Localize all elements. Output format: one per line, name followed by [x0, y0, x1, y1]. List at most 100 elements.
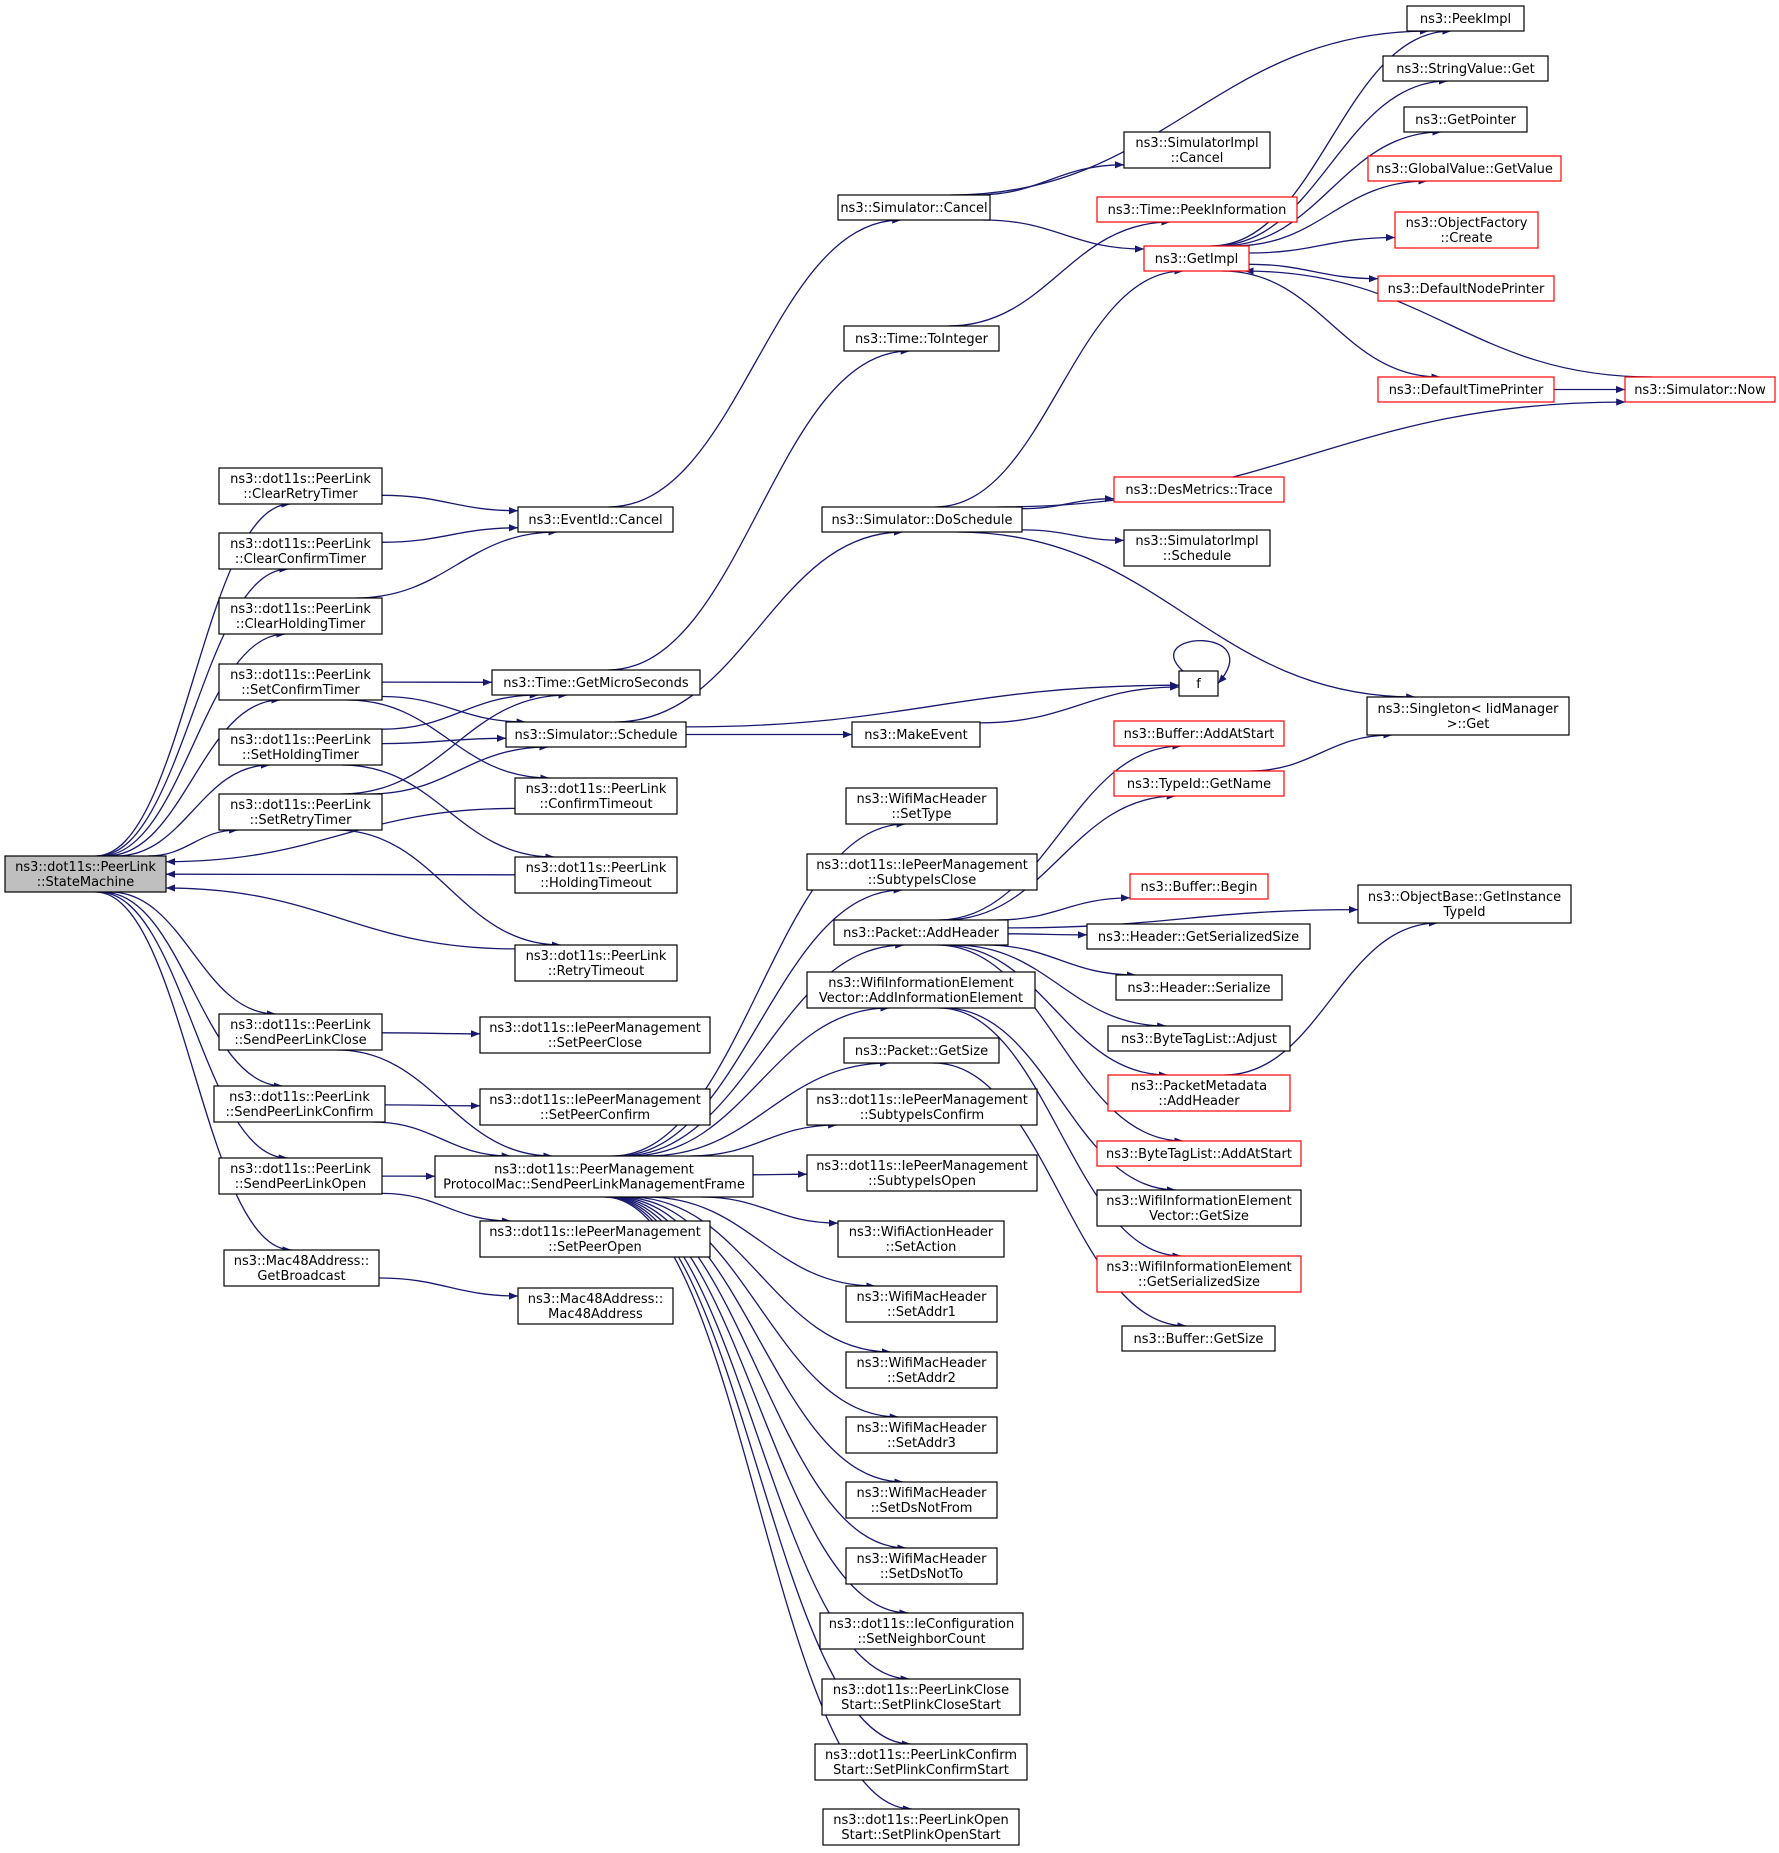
node-typeGetName[interactable]: ns3::TypeId::GetName: [1113, 770, 1285, 797]
node-pmAddHeader[interactable]: ns3::PacketMetadata::AddHeader: [1107, 1074, 1291, 1112]
node-wievGetSize[interactable]: ns3::WifiInformationElementVector::GetSi…: [1096, 1189, 1302, 1227]
node-sendClose[interactable]: ns3::dot11s::PeerLink::SendPeerLinkClose: [218, 1013, 383, 1051]
node-setPeerOpen[interactable]: ns3::dot11s::IePeerManagement::SetPeerOp…: [479, 1220, 711, 1258]
node-box: [1096, 1140, 1302, 1167]
node-hdrSerSize[interactable]: ns3::Header::GetSerializedSize: [1086, 923, 1311, 950]
node-defNodePrinter[interactable]: ns3::DefaultNodePrinter: [1377, 275, 1555, 302]
node-box: [1366, 696, 1570, 736]
node-wieGetSerSize[interactable]: ns3::WifiInformationElement::GetSerializ…: [1096, 1255, 1302, 1293]
node-fFunc[interactable]: f: [1178, 670, 1219, 697]
node-bufBegin[interactable]: ns3::Buffer::Begin: [1129, 873, 1269, 900]
node-box: [1107, 1074, 1291, 1112]
node-sendMgmt[interactable]: ns3::dot11s::PeerManagementProtocolMac::…: [434, 1155, 754, 1198]
node-setDsNotFrom[interactable]: ns3::WifiMacHeader::SetDsNotFrom: [845, 1481, 998, 1519]
node-label: ns3::dot11s::IePeerManagement: [816, 1159, 1028, 1174]
node-setPeerConfirm[interactable]: ns3::dot11s::IePeerManagement::SetPeerCo…: [479, 1088, 711, 1126]
node-doSchedule[interactable]: ns3::Simulator::DoSchedule: [821, 506, 1023, 533]
node-plinkConfirm[interactable]: ns3::dot11s::PeerLinkConfirmStart::SetPl…: [814, 1743, 1028, 1781]
node-clearHolding[interactable]: ns3::dot11s::PeerLink::ClearHoldingTimer: [218, 597, 383, 635]
node-confirmTimeout[interactable]: ns3::dot11s::PeerLink::ConfirmTimeout: [514, 777, 678, 815]
node-setConfirm[interactable]: ns3::dot11s::PeerLink::SetConfirmTimer: [218, 663, 383, 701]
node-bufAddAtStart[interactable]: ns3::Buffer::AddAtStart: [1113, 720, 1285, 747]
node-label: ns3::Simulator::Cancel: [840, 201, 987, 216]
node-setAddr1[interactable]: ns3::WifiMacHeader::SetAddr1: [845, 1285, 998, 1323]
node-clearRetry[interactable]: ns3::dot11s::PeerLink::ClearRetryTimer: [218, 467, 383, 505]
node-sendConfirm[interactable]: ns3::dot11s::PeerLink::SendPeerLinkConfi…: [213, 1085, 386, 1123]
node-getMicro[interactable]: ns3::Time::GetMicroSeconds: [491, 669, 701, 696]
node-sendOpen[interactable]: ns3::dot11s::PeerLink::SendPeerLinkOpen: [218, 1157, 383, 1195]
node-setAction[interactable]: ns3::WifiActionHeader::SetAction: [837, 1220, 1005, 1258]
node-btlAdjust[interactable]: ns3::ByteTagList::Adjust: [1107, 1025, 1291, 1052]
node-btlAddAtStart[interactable]: ns3::ByteTagList::AddAtStart: [1096, 1140, 1302, 1167]
node-desTrace[interactable]: ns3::DesMetrics::Trace: [1113, 476, 1285, 503]
edge-sendMgmt-to-setDsNotTo: [611, 1196, 907, 1552]
node-wifiSetType[interactable]: ns3::WifiMacHeader::SetType: [845, 787, 998, 825]
node-label: ::Schedule: [1163, 549, 1232, 564]
node-setAddr2[interactable]: ns3::WifiMacHeader::SetAddr2: [845, 1351, 998, 1389]
node-singletonGet[interactable]: ns3::Singleton< IidManager >::Get: [1366, 696, 1570, 736]
edge-pktAddHeader-to-btlAdjust: [953, 944, 1167, 1030]
node-subtypeClose[interactable]: ns3::dot11s::IePeerManagement::SubtypeIs…: [806, 853, 1038, 891]
node-label: ns3::dot11s::PeerLink: [526, 949, 667, 964]
edge-sendClose-to-sendMgmt: [337, 1049, 553, 1160]
node-gvGetValue[interactable]: ns3::GlobalValue::GetValue: [1367, 155, 1562, 182]
node-label: ::ClearRetryTimer: [243, 487, 358, 502]
node-simImplSched[interactable]: ns3::SimulatorImpl::Schedule: [1123, 529, 1271, 567]
node-objFactCreate[interactable]: ns3::ObjectFactory::Create: [1394, 211, 1539, 249]
node-label: ns3::GetImpl: [1155, 252, 1239, 267]
edge-doSchedule-to-getImpl: [935, 267, 1184, 508]
node-pktAddHeader[interactable]: ns3::Packet::AddHeader: [833, 919, 1009, 946]
edge-pktAddHeader-to-hdrSerSize: [1007, 931, 1088, 939]
node-mac48[interactable]: ns3::Mac48Address::Mac48Address: [517, 1287, 674, 1325]
node-holdingTimeout[interactable]: ns3::dot11s::PeerLink::HoldingTimeout: [514, 856, 678, 894]
edge-root-to-clearRetry: [95, 500, 291, 857]
node-clearConfirm[interactable]: ns3::dot11s::PeerLink::ClearConfirmTimer: [218, 532, 383, 570]
node-setNeighbor[interactable]: ns3::dot11s::IeConfiguration::SetNeighbo…: [819, 1612, 1024, 1650]
node-subtypeOpen[interactable]: ns3::dot11s::IePeerManagement::SubtypeIs…: [806, 1154, 1038, 1192]
node-label: ns3::dot11s::PeerLink: [230, 668, 371, 683]
node-hdrSerialize[interactable]: ns3::Header::Serialize: [1115, 974, 1283, 1001]
node-box: [843, 325, 1000, 352]
node-simSchedule[interactable]: ns3::Simulator::Schedule: [505, 721, 687, 748]
node-box: [514, 944, 678, 982]
node-getBroadcast[interactable]: ns3::Mac48Address::GetBroadcast: [223, 1249, 380, 1287]
node-wieAdd[interactable]: ns3::WifiInformationElementVector::AddIn…: [806, 971, 1036, 1009]
node-setAddr3[interactable]: ns3::WifiMacHeader::SetAddr3: [845, 1416, 998, 1454]
node-simCancel[interactable]: ns3::Simulator::Cancel: [837, 194, 991, 221]
node-simImplCancel[interactable]: ns3::SimulatorImpl::Cancel: [1123, 131, 1271, 169]
edge-getImpl-to-defTimePrinter: [1222, 270, 1441, 381]
node-strValGet[interactable]: ns3::StringValue::Get: [1382, 55, 1549, 82]
node-plinkOpen[interactable]: ns3::dot11s::PeerLinkOpenStart::SetPlink…: [822, 1808, 1020, 1846]
node-retryTimeout[interactable]: ns3::dot11s::PeerLink::RetryTimeout: [514, 944, 678, 982]
node-timeToInteger[interactable]: ns3::Time::ToInteger: [843, 325, 1000, 352]
node-peekImpl[interactable]: ns3::PeekImpl: [1406, 5, 1525, 32]
node-setDsNotTo[interactable]: ns3::WifiMacHeader::SetDsNotTo: [845, 1547, 998, 1585]
node-defTimePrinter[interactable]: ns3::DefaultTimePrinter: [1377, 376, 1555, 403]
node-box: [517, 1287, 674, 1325]
node-bufGetSize[interactable]: ns3::Buffer::GetSize: [1121, 1325, 1276, 1352]
node-simNow[interactable]: ns3::Simulator::Now: [1624, 376, 1776, 403]
edge-sendMgmt-to-subtypeClose: [616, 886, 903, 1157]
node-getImpl[interactable]: ns3::GetImpl: [1143, 245, 1250, 272]
node-label: ns3::dot11s::PeerLinkConfirm: [825, 1748, 1017, 1763]
node-eventCancel[interactable]: ns3::EventId::Cancel: [517, 506, 674, 533]
node-peekInfo[interactable]: ns3::Time::PeekInformation: [1096, 196, 1298, 223]
node-setRetry[interactable]: ns3::dot11s::PeerLink::SetRetryTimer: [218, 793, 383, 831]
node-setPeerClose[interactable]: ns3::dot11s::IePeerManagement::SetPeerCl…: [479, 1016, 711, 1054]
edge-timeToInteger-to-peekInfo: [948, 218, 1171, 327]
node-getPointer[interactable]: ns3::GetPointer: [1403, 106, 1528, 133]
node-pktGetSize[interactable]: ns3::Packet::GetSize: [843, 1037, 1000, 1064]
node-setHolding[interactable]: ns3::dot11s::PeerLink::SetHoldingTimer: [218, 728, 383, 766]
edge-holdingTimeout-to-root: [165, 870, 516, 878]
edge-root-to-setRetry: [147, 826, 239, 857]
node-box: [1113, 476, 1285, 503]
edge-simCancel-to-peekImpl: [950, 27, 1430, 196]
node-label: ns3::dot11s::PeerManagement: [494, 1163, 694, 1178]
node-box: [1096, 1189, 1302, 1227]
node-root[interactable]: ns3::dot11s::PeerLink::StateMachine: [4, 855, 167, 893]
node-subtypeConfirm[interactable]: ns3::dot11s::IePeerManagement::SubtypeIs…: [806, 1088, 1038, 1126]
node-plinkClose[interactable]: ns3::dot11s::PeerLinkCloseStart::SetPlin…: [821, 1678, 1021, 1716]
node-makeEvent[interactable]: ns3::MakeEvent: [851, 721, 981, 748]
